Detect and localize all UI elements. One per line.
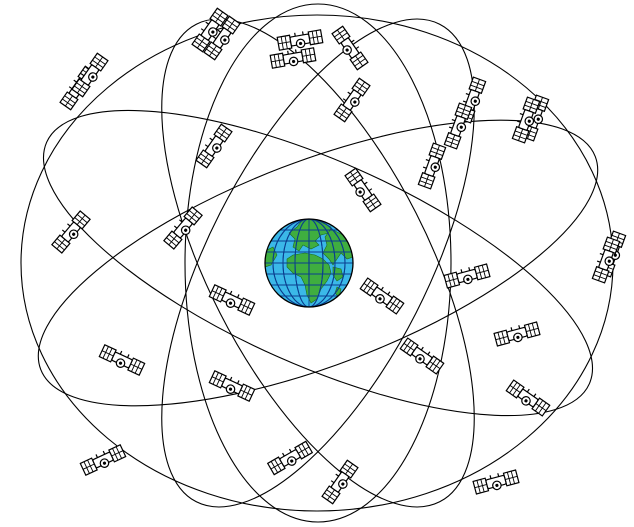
satellite-icon <box>331 25 369 70</box>
satellite-icon <box>195 123 233 168</box>
satellite-icon <box>400 337 445 375</box>
satellite-icon <box>473 469 520 496</box>
satellite-icon <box>71 52 109 97</box>
satellite-icon <box>333 77 371 122</box>
satellite-icon <box>591 237 621 284</box>
satellite-icon <box>494 321 541 348</box>
satellite-icon <box>209 283 256 316</box>
satellite-icon <box>277 28 323 51</box>
satellite-icon <box>506 379 551 417</box>
satellite-icon <box>267 440 313 476</box>
satellite-icon <box>417 143 447 190</box>
satellite-icon <box>80 443 127 476</box>
satellite-icon <box>99 343 146 376</box>
satellite-icon <box>344 167 382 212</box>
satellite-icon <box>443 103 473 150</box>
earth-globe <box>265 219 353 307</box>
satellite-icon <box>360 277 405 315</box>
